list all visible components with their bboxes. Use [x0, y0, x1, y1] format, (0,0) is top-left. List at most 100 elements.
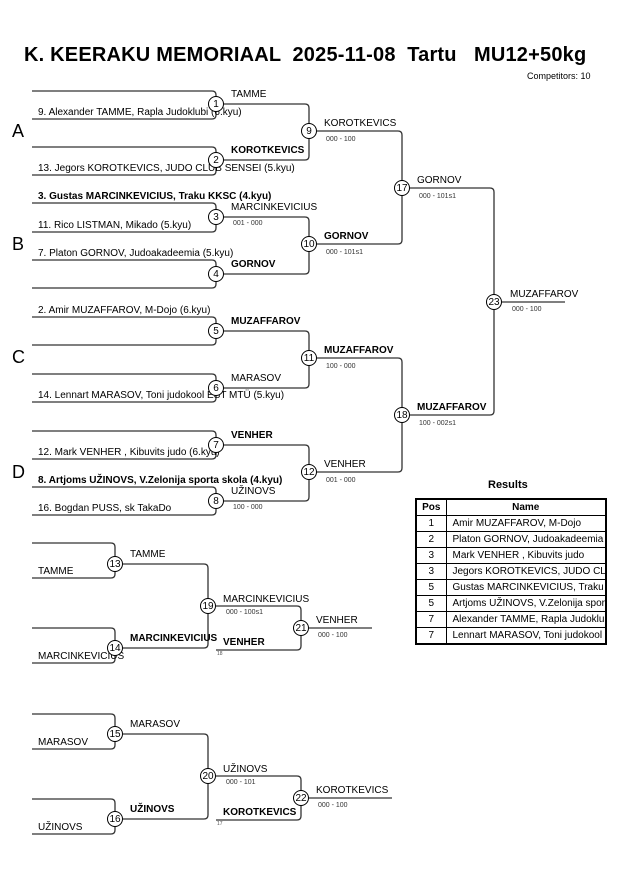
score-label: 000 - 100	[326, 136, 356, 143]
match-number: 11	[304, 353, 315, 364]
match-node-22: 22	[293, 790, 309, 806]
match-circle	[394, 407, 410, 423]
match-circle	[208, 380, 224, 396]
score-label: 000 - 100	[318, 802, 348, 809]
match-circle	[208, 493, 224, 509]
match-node-16: 16	[107, 811, 123, 827]
match-node-6: 6	[208, 380, 224, 396]
champion-label: MUZAFFAROV	[510, 289, 579, 300]
match-circle	[208, 323, 224, 339]
match-number: 1	[213, 99, 219, 110]
result-pos: 1	[415, 515, 447, 532]
match-number: 5	[213, 326, 219, 337]
winner-label: UŽINOVS	[223, 762, 268, 775]
score-label: 000 - 100	[318, 632, 348, 639]
result-pos: 5	[415, 579, 447, 596]
match-circle	[200, 598, 216, 614]
winner-label: MARCINKEVICIUS	[231, 202, 317, 213]
page-title: K. KEERAKU MEMORIAAL 2025-11-08 Tartu MU…	[24, 44, 587, 66]
match-number: 13	[109, 559, 121, 570]
score-label: 000 - 101	[226, 779, 256, 786]
match-circle	[107, 556, 123, 572]
winner-label: GORNOV	[417, 175, 462, 186]
match-number: 16	[109, 814, 121, 825]
crossover-label: KOROTKEVICS	[223, 807, 297, 818]
bronze-winner-label: KOROTKEVICS	[316, 785, 389, 796]
score-label: 100 - 002s1	[419, 420, 456, 427]
match-number: 17	[396, 183, 408, 194]
result-name: Lennart MARASOV, Toni judokool EST MTÜ	[445, 627, 607, 645]
pool-label-b: B	[12, 234, 24, 254]
entry-label: 14. Lennart MARASOV, Toni judokool EST M…	[38, 389, 284, 401]
winner-label: UŽINOVS	[130, 802, 175, 815]
match-number: 2	[213, 155, 219, 166]
score-label: 000 - 101s1	[419, 193, 456, 200]
match-node-10: 10	[301, 236, 317, 252]
score-label: 001 - 000	[326, 477, 356, 484]
winner-label: MUZAFFAROV	[231, 316, 301, 327]
match-node-4: 4	[208, 266, 224, 282]
winner-label: KOROTKEVICS	[231, 145, 305, 156]
match-node-11: 11	[301, 350, 317, 366]
winner-label: GORNOV	[231, 259, 276, 270]
result-name: Jegors KOROTKEVICS, JUDO CLUB SENSEI	[445, 563, 607, 580]
match-number: 21	[295, 623, 307, 634]
match-circle	[208, 266, 224, 282]
match-node-23: 23	[486, 294, 502, 310]
match-number: 4	[213, 269, 219, 280]
result-name: Gustas MARCINKEVICIUS, Traku KKSC	[445, 579, 607, 596]
pool-label-d: D	[12, 462, 25, 482]
winner-label: UŽINOVS	[231, 484, 276, 497]
match-number: 23	[488, 297, 500, 308]
entry-label: 7. Platon GORNOV, Judoakadeemia (5.kyu)	[38, 248, 233, 259]
match-circle	[301, 236, 317, 252]
entry-label: 13. Jegors KOROTKEVICS, JUDO CLUB SENSEI…	[38, 163, 295, 174]
match-circle	[107, 726, 123, 742]
bronze-winner-label: VENHER	[316, 615, 358, 626]
entry-label: 12. Mark VENHER , Kibuvits judo (6.kyu)	[38, 447, 220, 458]
match-circle	[208, 209, 224, 225]
winner-label: VENHER	[324, 459, 366, 470]
match-circle	[208, 152, 224, 168]
result-pos: 7	[415, 611, 447, 628]
result-name: Amir MUZAFFAROV, M-Dojo	[445, 515, 607, 532]
score-label: 100 - 000	[326, 363, 356, 370]
match-node-5: 5	[208, 323, 224, 339]
match-circle	[208, 96, 224, 112]
first-round-bracket	[32, 259, 217, 289]
match-number: 10	[303, 239, 315, 250]
entry-label: 16. Bogdan PUSS, sk TakaDo	[38, 503, 172, 514]
match-node-2: 2	[208, 152, 224, 168]
match-number: 14	[109, 643, 121, 654]
match-circle	[107, 811, 123, 827]
winner-label: MARCINKEVICIUS	[223, 594, 309, 605]
winner-label: GORNOV	[324, 231, 369, 242]
match-node-8: 8	[208, 493, 224, 509]
match-number: 12	[303, 467, 315, 478]
results-title: Results	[488, 479, 528, 491]
entry-label: 8. Artjoms UŽINOVS, V.Zelonija sporta sk…	[38, 473, 282, 486]
winner-label: KOROTKEVICS	[324, 118, 397, 129]
match-number: 20	[202, 771, 214, 782]
match-node-19: 19	[200, 598, 216, 614]
entry-label: 11. Rico LISTMAN, Mikado (5.kyu)	[38, 220, 191, 231]
repechage-entry-label: MARASOV	[38, 737, 88, 748]
repechage-entry-label: UŽINOVS	[38, 820, 83, 833]
score-label: 000 - 101s1	[326, 249, 363, 256]
result-name: Platon GORNOV, Judoakadeemia	[445, 531, 607, 548]
match-number: 9	[306, 126, 312, 137]
score-label: 000 - 100	[512, 306, 542, 313]
winner-label: MARCINKEVICIUS	[130, 633, 218, 644]
semifinal-bracket	[317, 130, 403, 245]
winner-label: MARASOV	[231, 373, 281, 384]
entry-label: 9. Alexander TAMME, Rapla Judoklubi (6.k…	[38, 107, 242, 118]
match-node-14: 14	[107, 640, 123, 656]
match-circle	[301, 350, 317, 366]
